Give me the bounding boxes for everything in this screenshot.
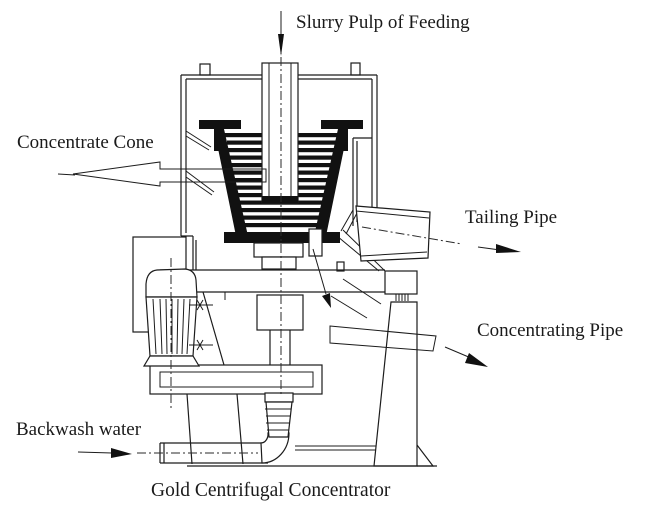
label-slurry-feed: Slurry Pulp of Feeding [296, 12, 470, 33]
pedestal [373, 301, 418, 467]
concentrate-flow-arrow [312, 248, 331, 308]
ribbed-hose [265, 401, 293, 438]
housing-lug-right [350, 62, 361, 76]
label-concentrating-pipe: Concentrating Pipe [477, 320, 624, 341]
feed-flow-arrow [278, 11, 284, 56]
pipe-elbow [260, 432, 290, 464]
backwash-flow-arrow [77, 448, 132, 458]
concentrating-flow-arrow [444, 346, 488, 367]
housing [180, 62, 386, 272]
label-backwash-water: Backwash water [16, 419, 142, 440]
feed-pipe [261, 62, 299, 204]
backwash-assembly [159, 392, 294, 464]
tailing-flow-arrow [477, 244, 521, 253]
cone-spout [308, 228, 323, 257]
base-frame [149, 291, 376, 465]
diagram-caption: Gold Centrifugal Concentrator [151, 480, 391, 501]
backwash-pipe [159, 442, 268, 464]
drive-shaft [256, 294, 304, 365]
motor [132, 236, 213, 367]
label-concentrate-cone: Concentrate Cone [17, 132, 154, 153]
label-tailing-pipe: Tailing Pipe [465, 207, 558, 228]
centerlines [137, 40, 463, 454]
concentrate-cone-callout-arrow [57, 161, 267, 187]
tailing-duct [355, 205, 431, 262]
bearing-and-platform [159, 242, 437, 467]
annotation-arrows [57, 11, 521, 458]
concentrating-chute [329, 325, 437, 352]
housing-lug-left [199, 63, 211, 76]
